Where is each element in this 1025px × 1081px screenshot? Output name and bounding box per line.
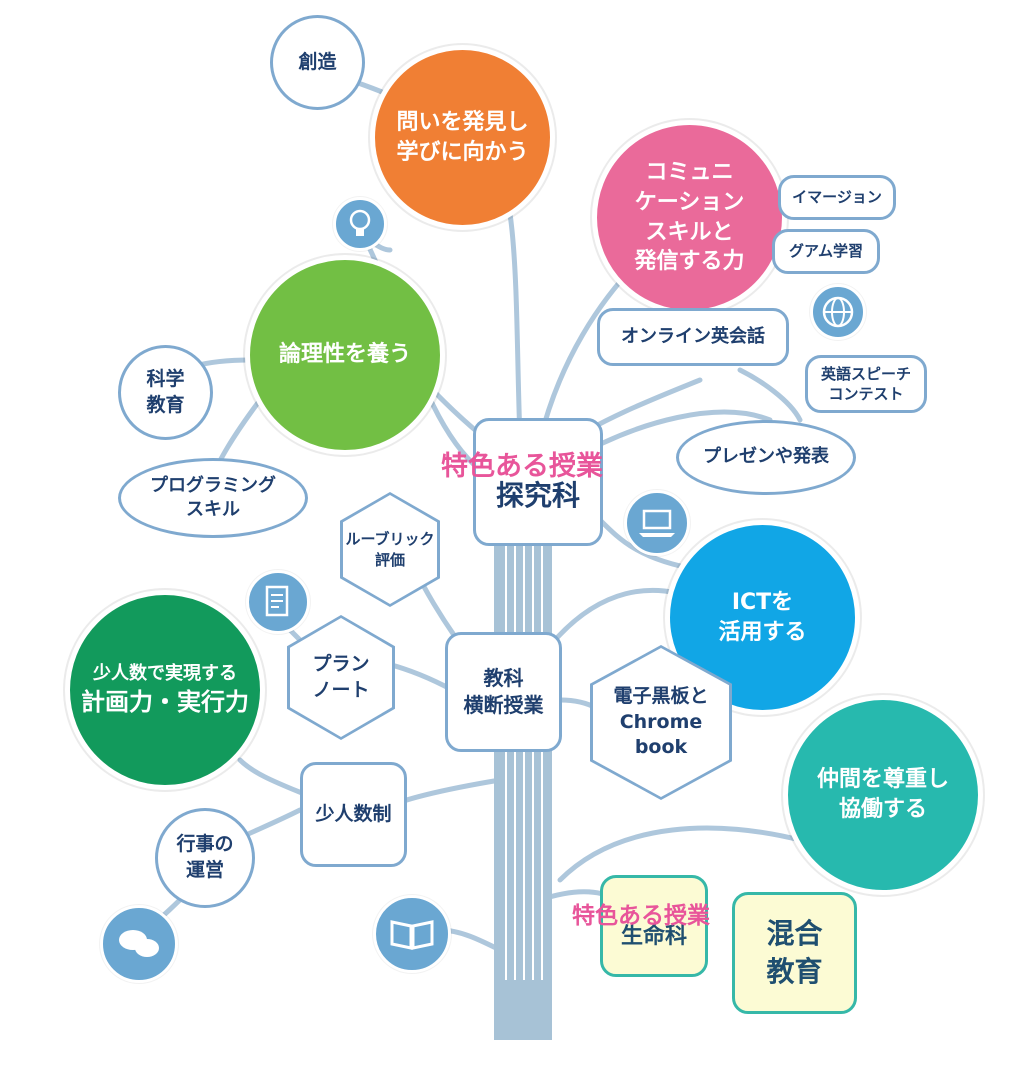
life-accent-label: 特色ある授業 (572, 903, 710, 929)
node-speech: 英語スピーチ コンテスト (805, 355, 927, 413)
book-icon (373, 895, 451, 973)
node-immersion-label: イマージョン (792, 188, 882, 207)
node-ronri-label: 論理性を養う (278, 342, 411, 368)
node-speech-label: 英語スピーチ コンテスト (820, 364, 911, 403)
node-shouninsei-label: 少人数制 (315, 802, 392, 825)
node-kagaku: 科学 教育 (118, 345, 213, 440)
branch (557, 825, 803, 883)
node-kyouka: 教科 横断授業 (445, 632, 562, 752)
node-shounin: 少人数で実現する 計画力・実行力 (65, 590, 265, 790)
node-souzou: 創造 (270, 15, 365, 110)
node-nakama: 仲間を尊重し 協働する (783, 695, 983, 895)
node-center-title: 探究科 (495, 479, 580, 513)
node-plan-label: プラン ノート (312, 652, 370, 701)
node-comm: コミュニ ケーション スキルと 発信する力 (592, 120, 787, 315)
node-gyouji-label: 行事の 運営 (176, 833, 234, 881)
node-ronri: 論理性を養う (245, 255, 445, 455)
node-comm-label: コミュニ ケーション スキルと 発信する力 (634, 160, 745, 275)
node-toi-label: 問いを発見し 学びに向かう (396, 109, 529, 165)
laptop-icon (624, 490, 690, 556)
node-gram-label: グアム学習 (789, 242, 863, 261)
trunk (494, 540, 552, 1040)
node-life: 生命科 (600, 875, 708, 977)
document-icon (246, 570, 310, 634)
node-nakama-label: 仲間を尊重し 協働する (816, 767, 949, 822)
node-souzou-label: 創造 (298, 50, 337, 73)
node-denshi-label: 電子黒板と Chrome book (613, 685, 709, 759)
node-gyouji: 行事の 運営 (155, 808, 255, 908)
trunk-lines (505, 540, 543, 980)
globe-icon (810, 284, 866, 340)
node-kongo: 混合 教育 (732, 892, 857, 1014)
node-presen: プレゼンや発表 (676, 420, 856, 495)
node-shouninsei: 少人数制 (300, 762, 407, 867)
node-center: 探究科 (473, 418, 603, 546)
chat-icon (100, 905, 178, 983)
node-kagaku-label: 科学 教育 (146, 367, 185, 416)
branch (737, 367, 803, 423)
node-kongo-label: 混合 教育 (766, 917, 823, 988)
node-shounin-small-label: 少人数で実現する (93, 662, 237, 684)
node-programming-label: プログラミング スキル (150, 474, 276, 520)
node-programming: プログラミング スキル (118, 458, 308, 538)
node-ict-label: ICTを 活用する (718, 589, 807, 645)
node-gram: グアム学習 (772, 229, 880, 274)
node-rubric-label: ルーブリック 評価 (345, 530, 435, 569)
node-kyouka-label: 教科 横断授業 (463, 666, 544, 717)
node-shounin-big-label: 計画力・実行力 (81, 687, 249, 716)
center-accent-label: 特色ある授業 (441, 451, 603, 482)
node-immersion: イマージョン (778, 175, 896, 220)
node-online: オンライン英会話 (597, 308, 789, 366)
node-life-title: 生命科 (620, 924, 687, 950)
node-online-label: オンライン英会話 (621, 325, 765, 347)
lightbulb-icon (333, 197, 387, 251)
node-toi: 問いを発見し 学びに向かう (370, 45, 555, 230)
node-presen-label: プレゼンや発表 (703, 446, 829, 468)
